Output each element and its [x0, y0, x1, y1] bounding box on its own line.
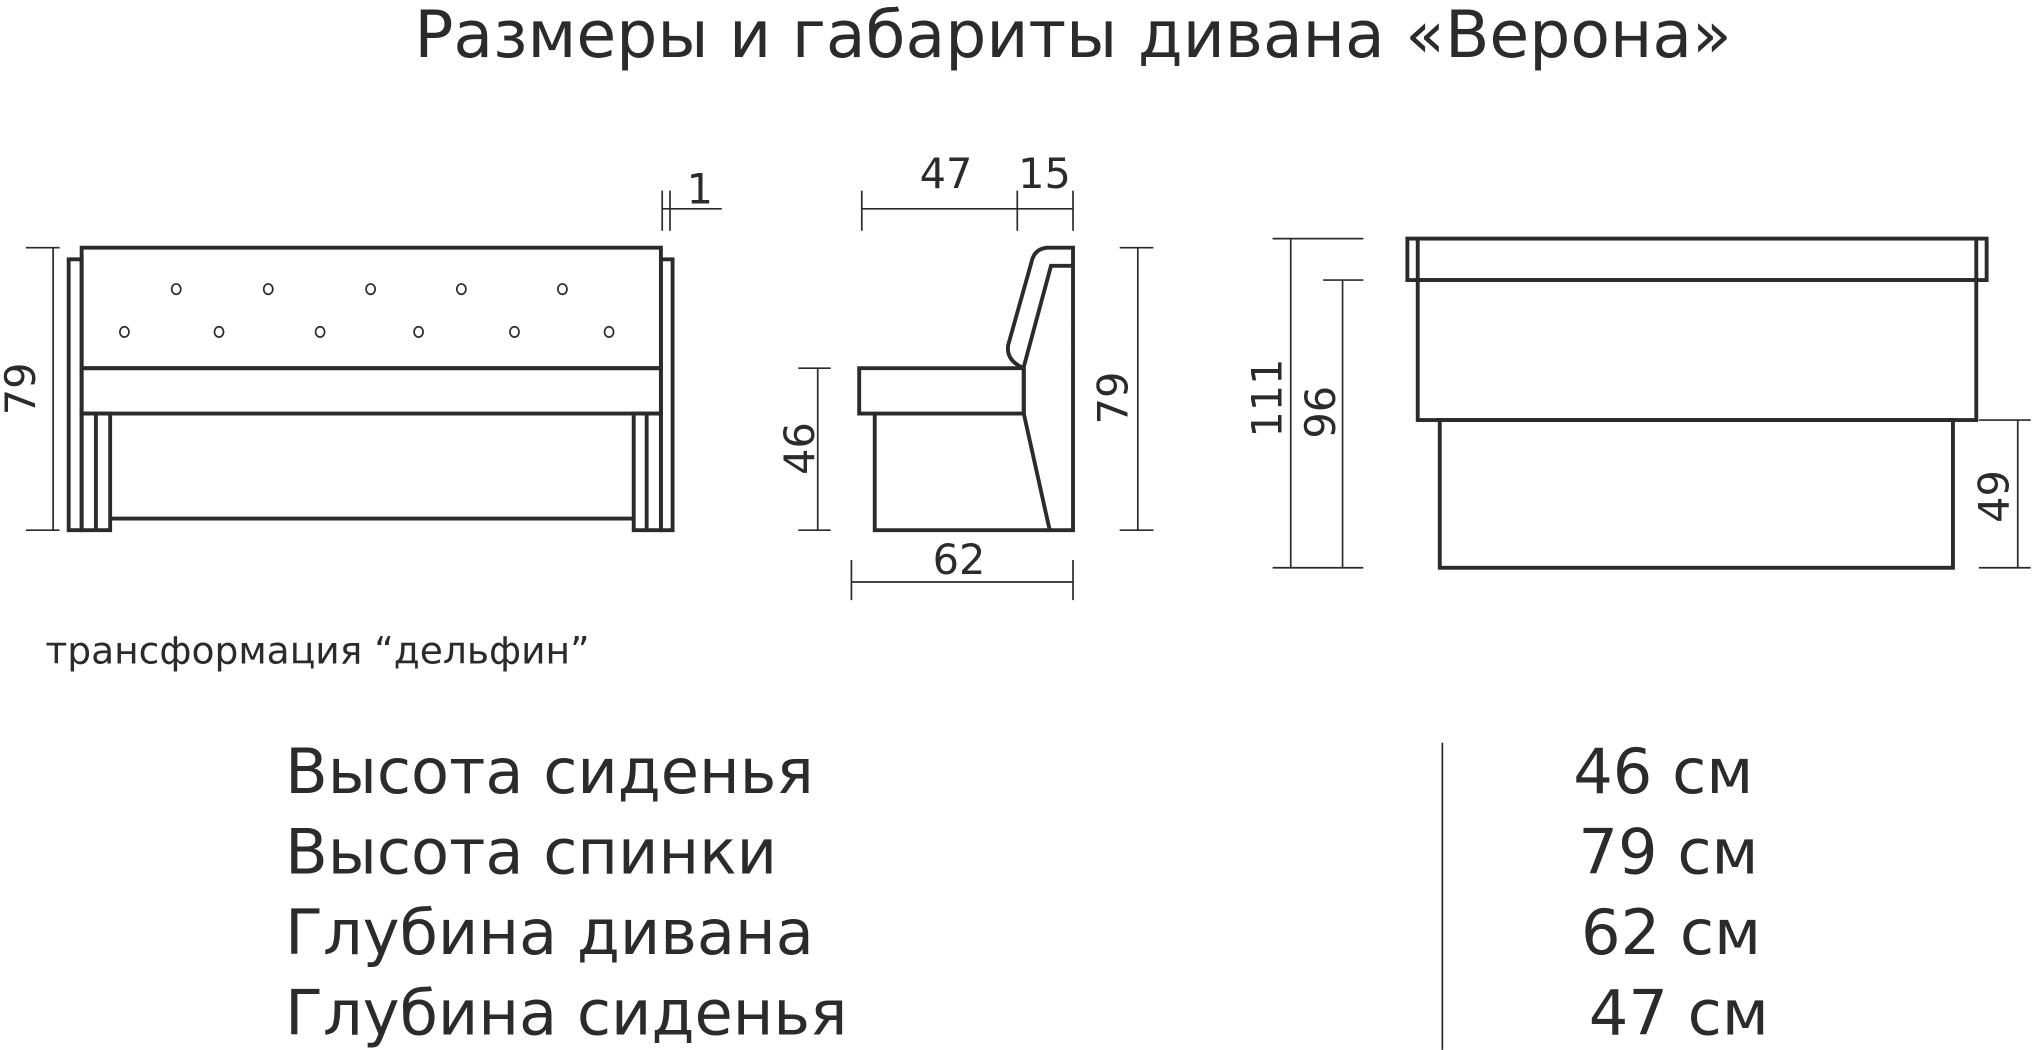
spec-label: Глубина дивана — [285, 896, 814, 969]
dimension-height: 79 — [0, 246, 60, 532]
unfolded-seat — [1415, 278, 1979, 422]
side-back — [1021, 263, 1074, 531]
side-seat — [857, 366, 1026, 416]
seat — [79, 366, 663, 416]
tufting-buttons — [119, 283, 615, 338]
svg-text:96: 96 — [1297, 386, 1345, 439]
specs-table: Высота сиденья 46 см Высота спинки 79 см… — [285, 735, 1769, 1050]
svg-text:62: 62 — [933, 536, 986, 584]
backrest — [79, 245, 663, 371]
svg-text:46: 46 — [776, 422, 824, 475]
transformation-label: трансформация “дельфин” — [45, 629, 589, 673]
spec-label: Высота сиденья — [285, 735, 814, 808]
dimension-total-height: 111 — [1244, 237, 1364, 569]
dimension-depth: 62 — [850, 536, 1074, 601]
dimension-seat-back-depth: 47 15 — [860, 150, 1074, 231]
dimension-side-height: 79 — [1089, 246, 1154, 532]
dimension-lower-height: 49 — [1971, 419, 2031, 569]
spec-value: 79 см — [1578, 816, 1758, 889]
unfolded-view: 111 96 49 — [1244, 236, 2031, 570]
svg-text:79: 79 — [1089, 372, 1137, 425]
svg-text:111: 111 — [1244, 358, 1292, 437]
spec-label: Глубина сиденья — [285, 976, 847, 1049]
dimension-seat-height: 46 — [776, 367, 831, 532]
spec-value: 46 см — [1573, 735, 1753, 808]
spec-value: 62 см — [1581, 896, 1761, 969]
svg-text:49: 49 — [1971, 470, 2019, 523]
unfolded-pullout — [1437, 418, 1955, 570]
unfolded-back — [1405, 236, 1989, 283]
svg-text:15: 15 — [1018, 150, 1071, 198]
dimension-inner-height: 96 — [1297, 279, 1364, 568]
svg-text:1: 1 — [687, 166, 713, 214]
svg-text:79: 79 — [0, 363, 45, 416]
dimension-arm-offset: 1 — [661, 166, 722, 231]
side-body — [872, 245, 1075, 533]
side-view: 47 15 46 79 62 — [776, 150, 1154, 601]
page-title: Размеры и габариты дивана «Верона» — [414, 0, 1731, 73]
svg-text:47: 47 — [920, 150, 973, 198]
front-view: 79 1 — [0, 166, 722, 533]
spec-value: 47 см — [1589, 976, 1769, 1049]
spec-label: Высота спинки — [285, 816, 777, 889]
